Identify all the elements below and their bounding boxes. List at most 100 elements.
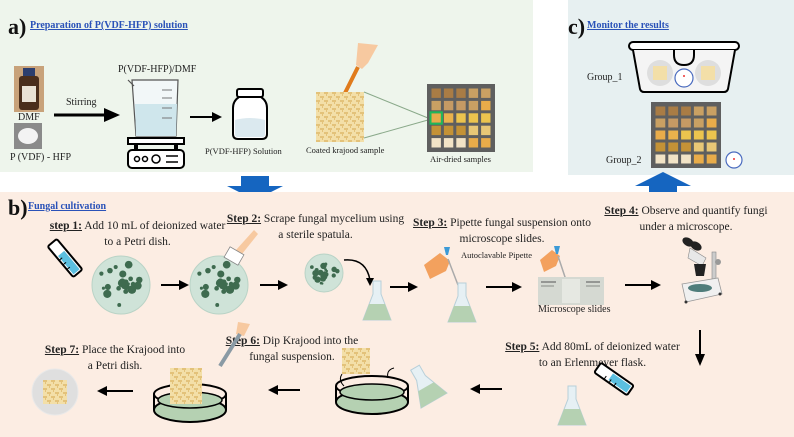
panel-a-title-link[interactable]: Preparation of P(VDF-HFP) solution <box>30 20 188 31</box>
graduated-cylinder-icon <box>47 238 83 278</box>
sample-cell <box>655 142 666 152</box>
sample-cell <box>693 154 704 164</box>
sample-cell <box>468 100 479 111</box>
zoom-callout-lines <box>363 91 429 139</box>
fungal-colony <box>101 286 105 290</box>
arrow-left-icon <box>97 386 133 396</box>
pipette-hand-icon <box>424 247 459 286</box>
sample-cell <box>668 154 679 164</box>
panel-b-title-link[interactable]: Fungal cultivation <box>28 201 107 212</box>
sample-cell <box>456 100 466 111</box>
sample-cell <box>431 138 441 148</box>
sample-cell <box>693 130 704 140</box>
sample-cell <box>443 138 454 148</box>
mixture-label: P(VDF-HFP)/DMF <box>118 64 197 75</box>
step-2-line2: a sterile spatula. <box>278 229 353 241</box>
step-7-line1: Place the Krajood into <box>79 344 186 356</box>
sample-cell <box>481 100 491 111</box>
fungal-colony <box>124 260 133 269</box>
sample-cell <box>668 118 679 128</box>
tweezers-hand-icon <box>218 322 250 368</box>
sample-cell <box>456 138 466 148</box>
stirring-arrow-icon <box>54 108 120 122</box>
step-1-text: step 1: Add 10 mL of deionized water to … <box>40 218 235 250</box>
step-4-text: Step 4: Observe and quantify fungi under… <box>596 203 776 235</box>
sample-cell <box>655 106 666 116</box>
step-4-line1: Observe and quantify fungi <box>638 205 768 217</box>
fungal-colony <box>324 262 328 266</box>
sample-cell <box>481 88 491 98</box>
sample-cell <box>706 154 717 164</box>
solution-jar-icon <box>232 88 268 140</box>
sample-cell <box>468 88 479 98</box>
step-2-number: Step 2: <box>226 213 262 225</box>
sample-cell <box>431 125 441 136</box>
step-6-text: Step 6: Dip Krajood into the fungal susp… <box>222 333 362 365</box>
sample-cell <box>443 125 454 136</box>
fungal-colony <box>133 281 142 290</box>
arrow-left-icon <box>470 384 502 394</box>
fungal-colony <box>117 279 127 288</box>
panel-a-letter: a) <box>8 14 27 39</box>
step-6-line2: fungal suspension. <box>249 351 335 363</box>
fungal-colony <box>117 303 122 307</box>
sample-cell <box>693 142 704 152</box>
curved-arrow-icon <box>343 259 374 286</box>
fungal-colony <box>320 275 327 282</box>
fungal-colony <box>234 276 241 284</box>
solution-label: P(VDF-HFP) Solution <box>205 146 282 156</box>
sample-cell <box>481 125 491 136</box>
sample-cell <box>456 125 466 136</box>
sample-cell <box>443 88 454 98</box>
sample-cell <box>655 130 666 140</box>
arrow-right-icon <box>486 282 522 292</box>
fungal-colony <box>136 276 143 284</box>
sample-cell <box>431 88 441 98</box>
fungal-colony <box>205 267 211 274</box>
sample-cell <box>681 142 691 152</box>
step-7-text: Step 7: Place the Krajood into a Petri d… <box>40 342 190 374</box>
arrow-down-icon <box>695 330 705 366</box>
step-3-number: Step 3: <box>413 217 448 229</box>
group2-samples-grid <box>651 102 721 168</box>
sample-cell <box>456 113 466 123</box>
step-3-text: Step 3: Pipette fungal suspension onto m… <box>412 215 592 247</box>
sample-cell <box>655 154 666 164</box>
fungal-colony <box>128 276 133 282</box>
sample-cell <box>443 113 454 123</box>
sample-cell <box>706 106 717 116</box>
container-box-icon <box>628 41 740 93</box>
step-7-number: Step 7: <box>44 344 80 356</box>
step-7-line2: a Petri dish. <box>87 360 143 372</box>
sample-cell <box>706 130 717 140</box>
sample-cell <box>456 88 466 98</box>
pvdf-powder-photo <box>14 123 42 149</box>
panel-c-title-link[interactable]: Monitor the results <box>587 20 669 31</box>
flow-arrow-down-icon <box>227 176 283 200</box>
group2-label: Group_2 <box>606 155 642 166</box>
step-1-number: step 1: <box>49 220 82 232</box>
fungal-colony <box>335 268 340 274</box>
fungal-colony <box>312 275 318 280</box>
group1-label: Group_1 <box>587 72 623 83</box>
sample-cell <box>693 118 704 128</box>
fungal-colony <box>231 281 240 290</box>
fungal-colony <box>331 273 336 278</box>
step-4-number: Step 4: <box>604 205 639 217</box>
fungal-colony <box>228 281 234 287</box>
fungal-colony <box>222 260 231 269</box>
flow-arrow-up-icon <box>635 172 691 196</box>
petri-dish-dipping-icon <box>153 368 227 423</box>
arrow-right-icon <box>161 280 189 290</box>
fungal-colony <box>99 271 104 276</box>
erlenmeyer-flask-icon <box>362 280 392 321</box>
sample-cell <box>681 154 691 164</box>
arrow-right-icon <box>390 282 418 292</box>
sample-cell <box>668 106 679 116</box>
step-1-line1: Add 10 mL of deionized water <box>81 220 226 232</box>
sample-cell <box>681 118 691 128</box>
step-5-number: Step 5: <box>505 341 540 353</box>
fungal-colony <box>116 286 121 291</box>
fungal-colony <box>202 283 209 291</box>
fungal-colony <box>123 289 129 294</box>
